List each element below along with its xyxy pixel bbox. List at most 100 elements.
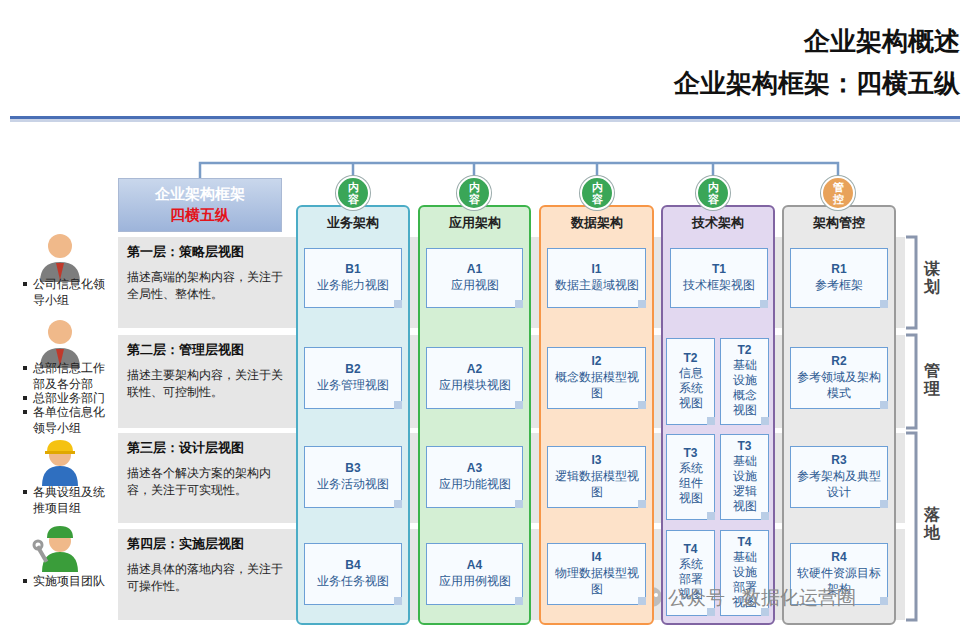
node-title: R2 bbox=[794, 354, 884, 368]
folded-corner bbox=[761, 512, 769, 520]
node-title: B4 bbox=[308, 558, 398, 572]
role-label: 公司信息化领导小组 bbox=[33, 276, 113, 308]
node-title: R1 bbox=[794, 262, 884, 276]
rule-shadow bbox=[10, 119, 960, 122]
folded-corner bbox=[880, 500, 888, 508]
node-text: 描述主要架构内容，关注于关联性、可控制性。 bbox=[127, 367, 286, 401]
node-title: A3 bbox=[430, 461, 519, 475]
layer-header: 第四层：实施层视图描述具体的落地内容，关注于可操作性。 bbox=[118, 529, 294, 620]
node-title: 第二层：管理层视图 bbox=[127, 341, 286, 359]
node-title: 内容 bbox=[348, 181, 359, 205]
column-band: 应用架构 A1 应用视图 A2应用模块视图 A3 应用功能视图 A4 应用用例视图 bbox=[418, 205, 531, 625]
node-text: 参考架构及典型设计 bbox=[794, 469, 884, 500]
node-text: 逻辑数据模型视图 bbox=[551, 469, 642, 500]
node-title: B3 bbox=[308, 461, 398, 475]
subtitle: 企业架构框架：四横五纵 bbox=[560, 66, 960, 101]
node-title: R4 bbox=[794, 550, 884, 564]
node-text: 四横五纵 bbox=[119, 206, 281, 225]
layer-header: 第三层：设计层视图描述各个解决方案的架构内容，关注于可实现性。 bbox=[118, 433, 294, 523]
node-text: 物理数据模型视图 bbox=[551, 566, 642, 597]
view-box: B3业务活动视图 bbox=[304, 446, 402, 508]
view-box: A2应用模块视图 bbox=[426, 347, 523, 409]
folded-corner bbox=[707, 417, 715, 425]
node-title: A4 bbox=[430, 558, 519, 572]
node-title: 技术架构 bbox=[663, 214, 773, 232]
badge-circle: 内容 bbox=[580, 176, 614, 210]
role-label: 各单位信息化领导小组 bbox=[33, 404, 113, 436]
node-title: A1 bbox=[430, 262, 519, 276]
view-box: A3 应用功能视图 bbox=[426, 446, 523, 508]
badge-circle: 内容 bbox=[336, 176, 370, 210]
node-text: 业务任务视图 bbox=[308, 574, 398, 590]
node-text: 基础设施概念视图 bbox=[732, 358, 758, 418]
watermark: 公众号 · 数据化运营圈 bbox=[668, 585, 958, 611]
node-title: B2 bbox=[308, 362, 398, 376]
node-text: 应用功能视图 bbox=[430, 477, 519, 493]
framework-header: 企业架构框架四横五纵 bbox=[118, 178, 282, 232]
node-title: B1 bbox=[308, 262, 398, 276]
view-box: I4 物理数据模型视图 bbox=[547, 543, 646, 605]
view-box: T2信息系统视图 bbox=[666, 338, 715, 425]
layer-header: 第一层：策略层视图描述高端的架构内容，关注于全局性、整体性。 bbox=[118, 237, 294, 328]
node-title: 数据架构 bbox=[541, 214, 652, 232]
node-text: 业务管理视图 bbox=[308, 378, 398, 394]
view-box: T3基础设施逻辑视图 bbox=[720, 434, 769, 520]
folded-corner bbox=[394, 401, 402, 409]
folded-corner bbox=[394, 300, 402, 308]
node-title: 内容 bbox=[592, 181, 603, 205]
view-box: A4 应用用例视图 bbox=[426, 543, 523, 605]
view-box: A1 应用视图 bbox=[426, 248, 523, 308]
view-box: I2概念数据模型视图 bbox=[547, 347, 646, 409]
role-label: 总部业务部门 bbox=[33, 390, 113, 406]
folded-corner bbox=[880, 300, 888, 308]
node-text: 基础设施逻辑视图 bbox=[732, 454, 758, 514]
node-title: I3 bbox=[551, 453, 642, 467]
folded-corner bbox=[515, 300, 523, 308]
view-box: B1业务能力视图 bbox=[304, 248, 402, 308]
side-brackets bbox=[906, 237, 916, 620]
node-title: T2 bbox=[669, 351, 712, 365]
node-title: 内容 bbox=[708, 181, 719, 205]
node-title: 内容 bbox=[469, 181, 480, 205]
node-title: 应用架构 bbox=[420, 214, 529, 232]
view-box: T2基础设施概念视图 bbox=[720, 338, 769, 425]
node-title: T2 bbox=[723, 343, 766, 357]
view-box: T1 技术框架视图 bbox=[670, 248, 768, 308]
node-title: T4 bbox=[723, 535, 766, 549]
person-icon bbox=[40, 234, 80, 282]
view-box: R1 参考框架 bbox=[790, 248, 888, 308]
node-text: 参考框架 bbox=[794, 278, 884, 294]
node-text: 系统组件视图 bbox=[678, 461, 704, 506]
worker-icon bbox=[42, 440, 78, 486]
node-title: T3 bbox=[723, 439, 766, 453]
phase-label: 管理 bbox=[924, 362, 940, 397]
folded-corner bbox=[760, 300, 768, 308]
badge-circle: 管控 bbox=[821, 176, 855, 210]
node-text: 信息系统视图 bbox=[678, 366, 704, 411]
node-text: 应用用例视图 bbox=[430, 574, 519, 590]
node-title: T4 bbox=[669, 542, 712, 556]
node-text: 技术框架视图 bbox=[674, 278, 764, 294]
node-title: I4 bbox=[551, 550, 642, 564]
node-text: 描述具体的落地内容，关注于可操作性。 bbox=[127, 561, 286, 595]
column-band: 数据架构 I1 数据主题域视图 I2概念数据模型视图 I3 逻辑数据模型视图 I4 物理数据模… bbox=[539, 205, 654, 625]
view-box: R3参考架构及典型设计 bbox=[790, 446, 888, 508]
top-bracket bbox=[200, 163, 838, 178]
layer-header: 第二层：管理层视图描述主要架构内容，关注于关联性、可控制性。 bbox=[118, 335, 294, 428]
folded-corner bbox=[515, 597, 523, 605]
node-title: I1 bbox=[551, 262, 642, 276]
node-text: 应用模块视图 bbox=[430, 378, 519, 394]
node-text: 数据主题域视图 bbox=[551, 278, 642, 294]
node-title: T1 bbox=[674, 262, 764, 276]
folded-corner bbox=[394, 597, 402, 605]
node-title: 业务架构 bbox=[298, 214, 408, 232]
node-title: 第四层：实施层视图 bbox=[127, 535, 286, 553]
column-band: 业务架构 B1业务能力视图 B2 业务管理视图 B3业务活动视图 B4 业务任务视图 bbox=[296, 205, 410, 625]
folded-corner bbox=[515, 500, 523, 508]
folded-corner bbox=[761, 608, 769, 616]
node-text: 概念数据模型视图 bbox=[551, 370, 642, 401]
phase-label: 落地 bbox=[924, 506, 940, 541]
node-title: T3 bbox=[669, 446, 712, 460]
node-text: 应用视图 bbox=[430, 278, 519, 294]
node-title: 第一层：策略层视图 bbox=[127, 243, 286, 261]
